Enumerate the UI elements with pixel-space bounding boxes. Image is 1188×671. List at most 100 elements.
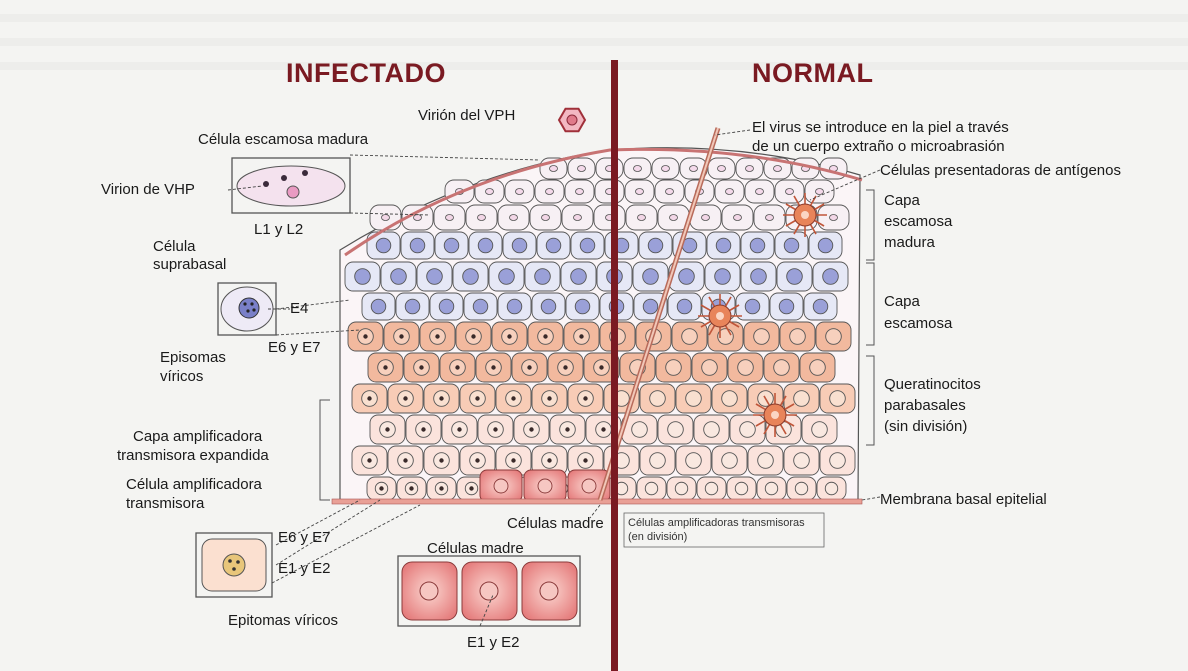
label-virion-vph: Virión del VPH xyxy=(418,107,515,125)
cell-nucleus xyxy=(662,166,670,172)
cell-nucleus xyxy=(677,299,692,314)
inset-mature-nucleus xyxy=(287,186,299,198)
viral-episome-dot xyxy=(471,334,475,338)
cell-nucleus xyxy=(446,215,454,221)
viral-episome-dot xyxy=(493,427,497,431)
label-celula-amp-1: Célula amplificadora xyxy=(126,476,262,494)
cell-nucleus xyxy=(574,215,582,221)
label-e1-e2-a: E1 y E2 xyxy=(278,560,331,578)
inset-stem-nucleus xyxy=(480,582,498,600)
label-amp-div-1: Células amplificadoras transmisoras xyxy=(628,517,805,530)
cell-nucleus xyxy=(634,166,642,172)
cell-nucleus xyxy=(745,299,760,314)
cell-nucleus xyxy=(790,329,806,345)
stem-cell-nucleus xyxy=(582,479,596,493)
stem-cell-nucleus xyxy=(494,479,508,493)
label-episomas-2: víricos xyxy=(160,368,203,386)
viral-episome-dot xyxy=(399,334,403,338)
bracket xyxy=(866,356,874,445)
cell-nucleus xyxy=(410,238,425,253)
inset-episome-dot xyxy=(246,309,249,312)
cell-nucleus xyxy=(550,166,558,172)
cell-nucleus xyxy=(666,189,674,195)
cell-nucleus xyxy=(666,360,682,376)
cell-nucleus xyxy=(794,453,810,469)
bracket xyxy=(320,400,330,500)
viral-episome-dot xyxy=(367,458,371,462)
cell-nucleus xyxy=(575,299,590,314)
cell-nucleus xyxy=(810,360,826,376)
viral-episome-dot xyxy=(439,458,443,462)
label-capa-amp-exp-1: Capa amplificadora xyxy=(133,428,262,446)
cell-nucleus xyxy=(830,391,846,407)
cell-nucleus xyxy=(578,166,586,172)
label-virus-entra-2: de un cuerpo extraño o microabrasión xyxy=(752,138,1005,156)
cell-nucleus xyxy=(542,215,550,221)
leader-line xyxy=(350,155,540,160)
cell-nucleus xyxy=(679,269,695,285)
cell-nucleus xyxy=(682,329,698,345)
cell-nucleus xyxy=(371,299,386,314)
cell-nucleus xyxy=(704,422,720,438)
cell-nucleus xyxy=(632,422,648,438)
leader-line xyxy=(276,300,350,309)
cell-nucleus xyxy=(746,166,754,172)
cell-nucleus xyxy=(670,215,678,221)
cell-nucleus xyxy=(571,269,587,285)
cell-nucleus xyxy=(702,360,718,376)
cell-nucleus xyxy=(779,299,794,314)
cell-nucleus xyxy=(825,482,837,494)
cell-nucleus xyxy=(444,238,459,253)
viral-episome-dot xyxy=(403,396,407,400)
label-quer-1: Queratinocitos xyxy=(884,376,981,394)
viral-episome-dot xyxy=(419,365,423,369)
cell-nucleus xyxy=(812,422,828,438)
label-virion-de-vhp: Virion de VHP xyxy=(101,181,195,199)
viral-episome-dot xyxy=(421,427,425,431)
viral-episome-dot xyxy=(403,458,407,462)
viral-episome-dot xyxy=(547,396,551,400)
leader-line xyxy=(862,497,880,500)
viral-episome-dot xyxy=(511,396,515,400)
cell-nucleus xyxy=(499,269,515,285)
center-divider xyxy=(611,60,618,671)
inset-amplifying-nucleus xyxy=(223,554,245,576)
cell-nucleus xyxy=(576,189,584,195)
viral-episome-dot xyxy=(469,486,473,490)
cell-nucleus xyxy=(675,482,687,494)
cell-nucleus xyxy=(516,189,524,195)
cell-nucleus xyxy=(795,482,807,494)
viral-episome-dot xyxy=(379,486,383,490)
cell-nucleus xyxy=(705,482,717,494)
stem-cell-nucleus xyxy=(538,479,552,493)
cell-nucleus xyxy=(643,269,659,285)
cell-nucleus xyxy=(766,215,774,221)
cell-nucleus xyxy=(686,391,702,407)
label-e1-e2-b: E1 y E2 xyxy=(467,634,520,652)
cell-nucleus xyxy=(740,422,756,438)
cell-nucleus xyxy=(473,299,488,314)
cell-nucleus xyxy=(818,238,833,253)
bracket xyxy=(866,190,874,260)
inset-suprabasal-nucleus xyxy=(239,298,259,318)
cell-nucleus xyxy=(405,299,420,314)
apc-nucleus xyxy=(716,312,724,320)
cell-nucleus xyxy=(391,269,407,285)
label-virus-entra-1: El virus se introduce en la piel a travé… xyxy=(752,119,1009,137)
viral-episome-dot xyxy=(383,365,387,369)
viral-episome-dot xyxy=(563,365,567,369)
label-capa-esc-madura-1: Capa xyxy=(884,192,920,210)
viral-episome-dot xyxy=(385,427,389,431)
cell-nucleus xyxy=(546,189,554,195)
label-celula-escamosa-madura: Célula escamosa madura xyxy=(198,131,368,149)
cell-nucleus xyxy=(751,269,767,285)
title-normal: NORMAL xyxy=(752,58,873,89)
viral-episome-dot xyxy=(435,334,439,338)
cell-nucleus xyxy=(726,189,734,195)
bracket xyxy=(866,263,874,345)
label-celula-amp-2: transmisora xyxy=(126,495,204,513)
cell-nucleus xyxy=(355,269,371,285)
label-celulas-madre-a: Células madre xyxy=(507,515,604,533)
apc-nucleus xyxy=(801,211,809,219)
